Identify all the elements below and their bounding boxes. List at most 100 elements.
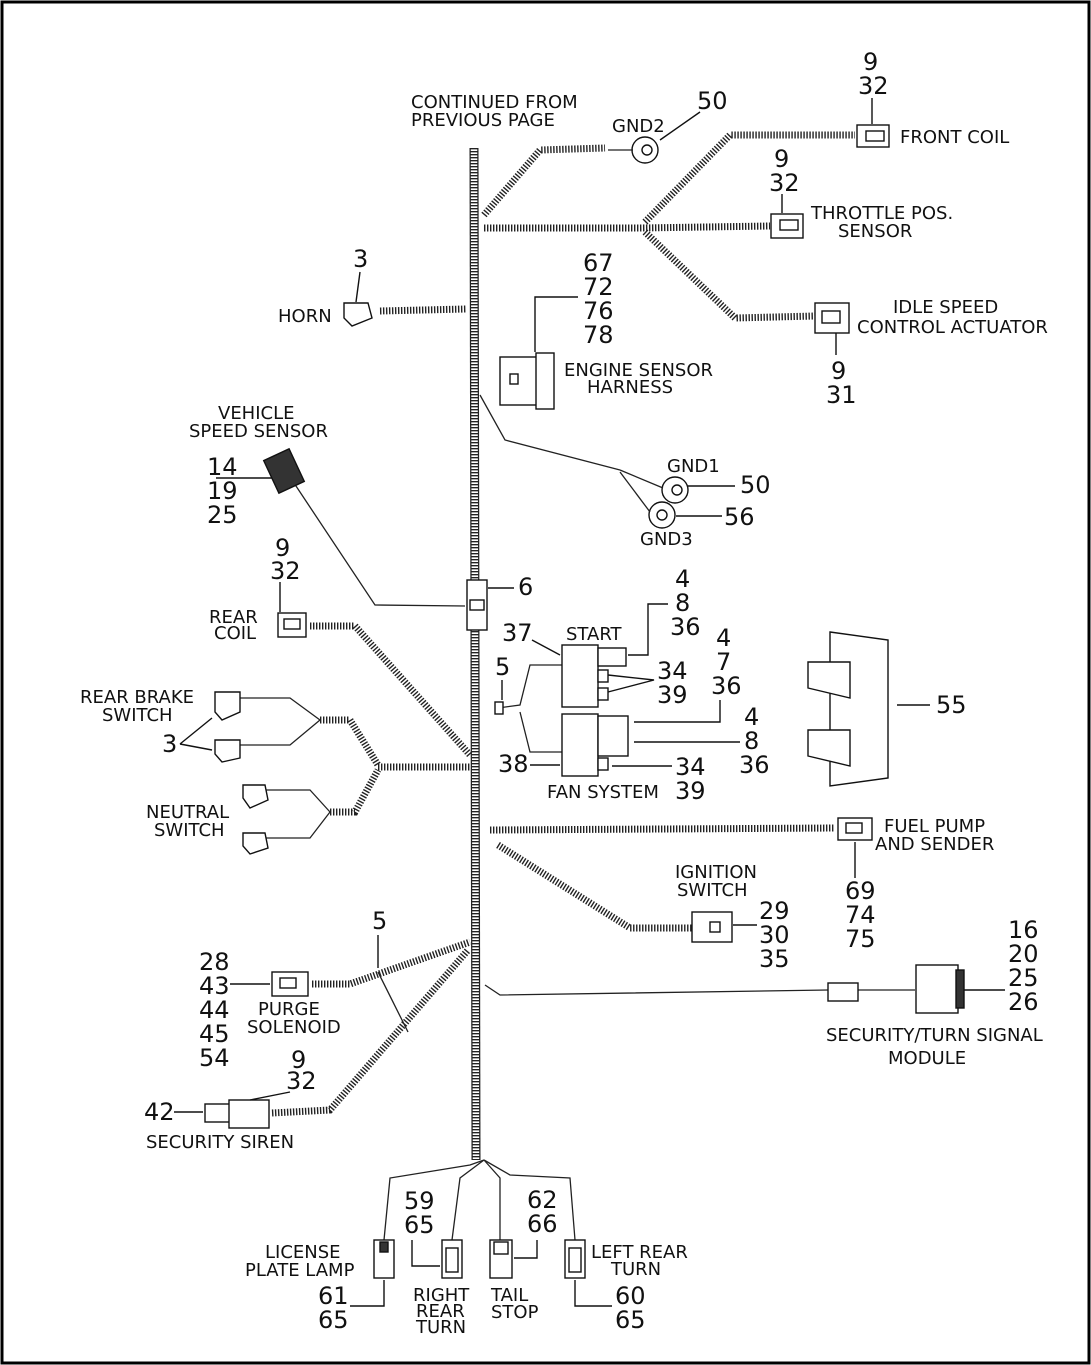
- callout-rear-coil-1: 9: [275, 534, 290, 562]
- splice-6: [466, 579, 488, 631]
- callout-fuel-1: 69: [845, 877, 876, 905]
- callout-fan-right-2: 8: [744, 727, 759, 755]
- callout-rear-brake: 3: [162, 730, 177, 758]
- engine-label-2: HARNESS: [587, 377, 673, 398]
- ignition-switch: [691, 911, 733, 943]
- callout-purge-4: 45: [199, 1020, 230, 1048]
- callout-engine-2: 72: [583, 273, 614, 301]
- callout-relay-right-3: 36: [711, 672, 742, 700]
- callout-right-turn-1: 59: [404, 1187, 435, 1215]
- callout-start-relay: 37: [502, 619, 533, 647]
- left-turn-label-1: LEFT REAR: [591, 1242, 688, 1263]
- callout-siren-conn-2: 32: [286, 1067, 317, 1095]
- callout-ignition-1: 29: [759, 897, 790, 925]
- start-relay: [561, 644, 627, 708]
- vss-sensor: [262, 447, 306, 495]
- callout-purge-3: 44: [199, 996, 230, 1024]
- ignition-label-1: IGNITION: [675, 862, 757, 883]
- callout-security-3: 25: [1008, 964, 1039, 992]
- callout-relay-mid-2: 39: [657, 681, 688, 709]
- rear-coil-label-1: REAR: [209, 607, 258, 628]
- relay-wiring: [497, 664, 562, 753]
- text-labels: CONTINUED FROM PREVIOUS PAGE GND2 FRONT …: [80, 92, 1048, 1338]
- callout-relay-right-2: 7: [716, 648, 731, 676]
- callout-relay-right-1: 4: [716, 624, 731, 652]
- callout-license-1: 61: [318, 1282, 349, 1310]
- gnd2-ring: [608, 136, 659, 164]
- engine-label-1: ENGINE SENSOR: [564, 360, 713, 381]
- callout-siren: 42: [144, 1098, 175, 1126]
- callout-vss-1: 14: [207, 453, 238, 481]
- callout-right-turn-2: 65: [404, 1211, 435, 1239]
- rear-coil-label-2: COIL: [214, 623, 256, 644]
- left-turn-label-2: TURN: [610, 1259, 661, 1280]
- gnd1-label: GND1: [667, 456, 720, 477]
- callout-fan-right-3: 36: [739, 751, 770, 779]
- tail-label-1: TAIL: [490, 1285, 528, 1306]
- callout-engine-1: 67: [583, 249, 614, 277]
- start-label: START: [566, 624, 623, 645]
- callout-fan-right-1: 4: [744, 703, 759, 731]
- callout-ignition-3: 35: [759, 945, 790, 973]
- neutral-switches: [242, 784, 269, 855]
- callout-left-turn-2: 65: [615, 1306, 646, 1334]
- neutral-label-1: NEUTRAL: [146, 802, 229, 823]
- throttle-connector: [770, 213, 804, 239]
- callout-fuel-2: 74: [845, 901, 876, 929]
- callout-security-2: 20: [1008, 940, 1039, 968]
- fuel-label-2: AND SENDER: [875, 834, 994, 855]
- fuel-label-1: FUEL PUMP: [884, 816, 985, 837]
- callout-idle-1: 9: [831, 357, 846, 385]
- rear-brake-label-1: REAR BRAKE: [80, 687, 194, 708]
- callout-vss-2: 19: [207, 477, 238, 505]
- diode-5: [494, 701, 504, 715]
- callout-engine-3: 76: [583, 297, 614, 325]
- callout-ignition-2: 30: [759, 921, 790, 949]
- right-turn-label-1: RIGHT: [413, 1285, 470, 1306]
- callout-throttle-2: 32: [769, 169, 800, 197]
- callout-fan-mid-2: 39: [675, 777, 706, 805]
- callout-relay-mid-1: 34: [657, 657, 688, 685]
- right-turn-label-2: REAR: [416, 1301, 465, 1322]
- callout-gnd3: 56: [724, 503, 755, 531]
- security-module: [827, 964, 965, 1014]
- fuse-block: [807, 631, 889, 787]
- throttle-label-2: SENSOR: [838, 221, 912, 242]
- neutral-label-2: SWITCH: [154, 820, 225, 841]
- callout-fuse-block: 55: [936, 691, 967, 719]
- front-coil-connector: [856, 124, 890, 148]
- callout-fan-relay: 38: [498, 750, 529, 778]
- gnd2-label: GND2: [612, 116, 665, 137]
- security-label-2: MODULE: [888, 1048, 966, 1069]
- fan-relay: [561, 713, 629, 777]
- callout-throttle-1: 9: [774, 145, 789, 173]
- ignition-label-2: SWITCH: [677, 880, 748, 901]
- callout-idle-2: 31: [826, 381, 857, 409]
- callout-start-top-3: 36: [670, 613, 701, 641]
- continued-label-1: CONTINUED FROM: [411, 92, 578, 113]
- callout-numbers: 50 9 32 9 32 3 67 72 76 78 9 31 14 19 25…: [144, 48, 1039, 1334]
- callout-purge-5: 54: [199, 1044, 230, 1072]
- leader-lines: [174, 98, 1005, 1307]
- callout-purge-clamp: 5: [372, 907, 387, 935]
- callout-splice: 6: [518, 573, 533, 601]
- front-coil-label: FRONT COIL: [900, 127, 1009, 148]
- callout-vss-3: 25: [207, 501, 238, 529]
- right-turn-label-3: TURN: [415, 1317, 466, 1338]
- main-harness-trunk: [469, 147, 481, 1161]
- tail-label-2: STOP: [491, 1302, 539, 1323]
- callout-rear-coil-2: 32: [270, 557, 301, 585]
- horn-part: [343, 302, 373, 327]
- callout-tail-1: 62: [527, 1186, 558, 1214]
- callout-fan-mid-1: 34: [675, 753, 706, 781]
- idle-connector: [814, 302, 850, 334]
- callout-horn: 3: [353, 245, 368, 273]
- idle-label-2: CONTROL ACTUATOR: [857, 317, 1048, 338]
- callout-start-top-2: 8: [675, 589, 690, 617]
- rear-coil-connector: [277, 612, 307, 638]
- throttle-label-1: THROTTLE POS.: [810, 203, 953, 224]
- branch-cables: [240, 131, 915, 1241]
- callout-diode: 5: [495, 653, 510, 681]
